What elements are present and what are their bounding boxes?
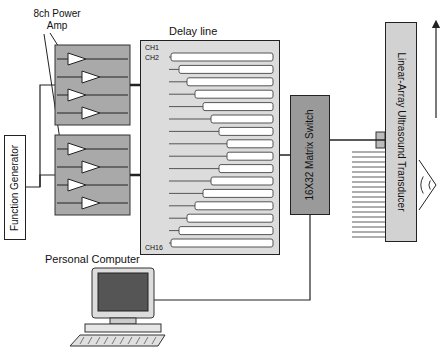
transducer-elements (352, 152, 385, 237)
delay-channels (141, 41, 279, 254)
delay-line-box: Delay lineCH1CH2CH16 (140, 40, 280, 255)
focused-wave (419, 160, 436, 210)
box-label: Function Generator (9, 144, 21, 230)
power-amp-bank (55, 45, 130, 215)
signal-wire (40, 175, 55, 187)
scan-arrow (435, 24, 436, 118)
signal-connector (330, 139, 385, 141)
transducer-box: Linear-Array Ultrasound Transducer (385, 22, 417, 242)
channel-label: CH1 (145, 44, 159, 52)
computer-label: Personal Computer (45, 253, 175, 266)
box-label: 16X32 Matrix Switch (304, 109, 316, 200)
generator-box: Function Generator (4, 135, 26, 240)
computer-icon (70, 268, 165, 346)
amp-label: 8ch Power Amp (26, 8, 88, 32)
signal-connector (280, 154, 290, 156)
box-label: Linear-Array Ultrasound Transducer (395, 53, 407, 212)
channel-label: CH16 (145, 244, 163, 252)
matrix-switch-box: 16X32 Matrix Switch (290, 95, 330, 215)
signal-wire (26, 85, 55, 187)
box-label: Delay line (169, 25, 217, 38)
channel-label: CH2 (145, 54, 159, 62)
